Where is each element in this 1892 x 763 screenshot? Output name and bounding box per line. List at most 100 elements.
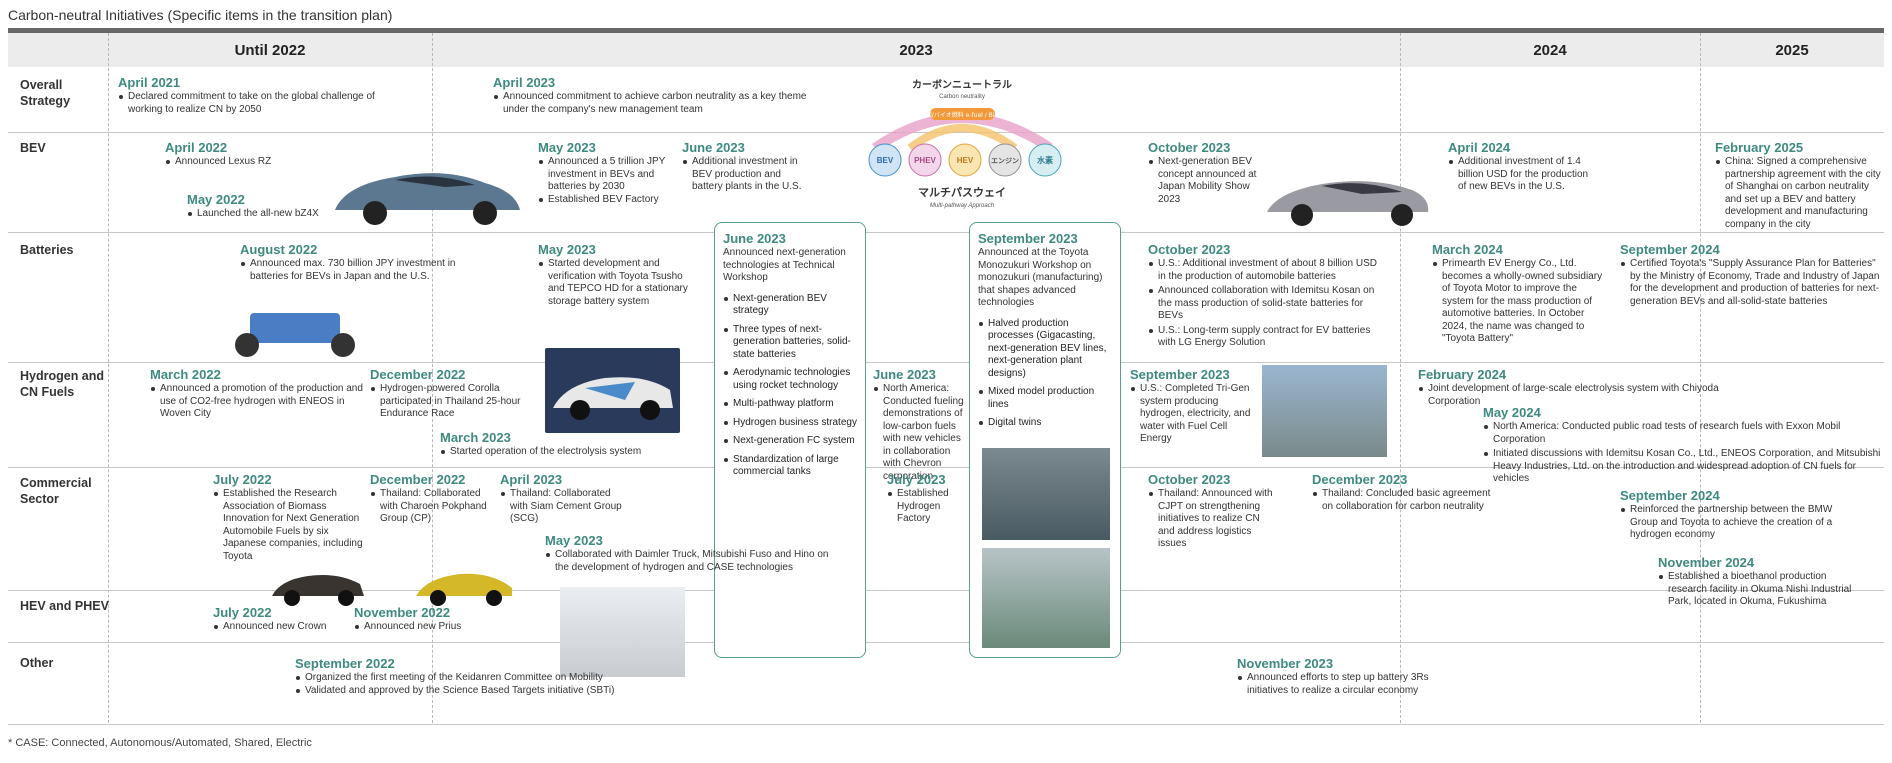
column-divider	[432, 33, 433, 723]
row-divider	[8, 232, 1884, 233]
event-june-2023-bev: June 2023 Additional investment in BEV p…	[682, 140, 802, 194]
event-date: November 2022	[354, 605, 451, 620]
event-item: U.S.: Completed Tri-Gen system producing…	[1130, 383, 1260, 446]
logo-en-title: Carbon neutrality	[939, 94, 985, 100]
title-rule	[8, 28, 1884, 33]
box-item: Next-generation FC system	[723, 435, 857, 448]
technical-workshop-box: June 2023 Announced next-generation tech…	[714, 222, 866, 658]
box-item: Hydrogen business strategy	[723, 417, 857, 430]
event-item: North America: Conducted fueling demonst…	[873, 383, 968, 483]
box-item: Halved production processes (Gigacasting…	[978, 318, 1112, 381]
box-date: September 2023	[978, 231, 1078, 246]
logo-engine-bubble: エンジン	[991, 157, 1019, 165]
event-october-2023-bev: October 2023 Next-generation BEV concept…	[1148, 140, 1268, 206]
event-item: Additional investment in BEV production …	[682, 156, 802, 194]
event-item: Initiated discussions with Idemitsu Kosa…	[1483, 448, 1883, 486]
footnote: * CASE: Connected, Autonomous/Automated,…	[8, 737, 312, 749]
logo-bev-bubble: BEV	[877, 156, 894, 165]
event-item: Thailand: Announced with CJPT on strengt…	[1148, 488, 1273, 551]
signing-ceremony-photo	[560, 587, 685, 677]
event-july-2022-commercial: July 2022 Established the Research Assoc…	[213, 472, 363, 563]
event-date: July 2022	[213, 605, 272, 620]
row-divider	[8, 362, 1884, 363]
event-date: April 2024	[1448, 140, 1511, 155]
battery-chassis-photo	[225, 295, 365, 363]
event-september-2023-hydrogen: September 2023 U.S.: Completed Tri-Gen s…	[1130, 367, 1260, 446]
event-may-2022: May 2022 Launched the all-new bZ4X	[187, 192, 357, 221]
column-header-until-2022: Until 2022	[108, 33, 432, 67]
event-november-2022: November 2022 Announced new Prius	[354, 605, 494, 634]
event-date: November 2024	[1658, 555, 1755, 570]
workshop-photo	[982, 548, 1110, 648]
event-date: February 2024	[1418, 367, 1507, 382]
hydrogen-corolla-photo	[545, 348, 680, 433]
column-divider	[1400, 33, 1401, 723]
box-item: Standardization of large commercial tank…	[723, 454, 857, 479]
event-date: April 2022	[165, 140, 228, 155]
event-item: Declared commitment to take on the globa…	[118, 91, 408, 116]
event-march-2024: March 2024 Primearth EV Energy Co., Ltd.…	[1432, 242, 1607, 346]
event-item: Primearth EV Energy Co., Ltd. becomes a …	[1432, 258, 1607, 346]
event-item: Established BEV Factory	[538, 194, 668, 207]
event-item: Announced efforts to step up battery 3Rs…	[1237, 672, 1467, 697]
event-item: Launched the all-new bZ4X	[187, 208, 357, 221]
event-item: Announced new Crown	[213, 621, 353, 634]
event-item: U.S.: Additional investment of about 8 b…	[1148, 258, 1378, 283]
event-item: China: Signed a comprehensive partnershi…	[1715, 156, 1885, 231]
column-header-2023: 2023	[432, 33, 1400, 67]
logo-hydrogen-bubble: 水素	[1036, 155, 1053, 165]
row-label-other: Other	[20, 656, 54, 670]
event-date: May 2022	[187, 192, 245, 207]
logo-phev-bubble: PHEV	[914, 156, 936, 165]
trigen-facility-photo	[1262, 365, 1387, 457]
row-label-batteries: Batteries	[20, 243, 74, 257]
event-april-2023-strategy: April 2023 Announced commitment to achie…	[493, 75, 833, 116]
logo-jp-caption: マルチパスウェイ	[918, 186, 1006, 199]
prius-photo	[412, 560, 517, 608]
event-item: Additional investment of 1.4 billion USD…	[1448, 156, 1598, 194]
factory-photo	[982, 448, 1110, 540]
event-date: May 2024	[1483, 405, 1541, 420]
event-item: Validated and approved by the Science Ba…	[295, 685, 645, 698]
event-april-2023-commercial: April 2023 Thailand: Collaborated with S…	[500, 472, 630, 526]
event-date: September 2023	[1130, 367, 1230, 382]
event-date: November 2023	[1237, 656, 1334, 671]
event-date: April 2023	[500, 472, 563, 487]
event-may-2024: May 2024 North America: Conducted public…	[1483, 405, 1883, 486]
event-item: Joint development of large-scale electro…	[1418, 383, 1768, 408]
event-february-2024: February 2024 Joint development of large…	[1418, 367, 1768, 408]
event-item: Established the Research Association of …	[213, 488, 363, 563]
event-item: Announced Lexus RZ	[165, 156, 335, 169]
event-item: Collaborated with Daimler Truck, Mitsubi…	[545, 549, 845, 574]
event-item: Started development and verification wit…	[538, 258, 688, 308]
event-item: Established a bioethanol production rese…	[1658, 571, 1858, 609]
event-october-2023-battery: October 2023 U.S.: Additional investment…	[1148, 242, 1378, 350]
box-item: Next-generation BEV strategy	[723, 293, 857, 318]
event-item: Announced new Prius	[354, 621, 494, 634]
event-date: June 2023	[682, 140, 745, 155]
event-item: Hydrogen-powered Corolla participated in…	[370, 383, 530, 421]
event-item: Reinforced the partnership between the B…	[1620, 504, 1840, 542]
row-label-hev-phev: HEV and PHEV	[20, 599, 109, 613]
event-march-2022: March 2022 Announced a promotion of the …	[150, 367, 365, 421]
row-divider	[8, 467, 1884, 468]
row-label-commercial: Commercial Sector	[20, 476, 92, 506]
event-date: May 2023	[538, 140, 596, 155]
box-date: June 2023	[723, 231, 786, 246]
row-divider	[8, 642, 1884, 643]
concept-car-photo	[1262, 160, 1432, 232]
event-date: May 2023	[538, 242, 596, 257]
event-date: October 2023	[1148, 472, 1231, 487]
event-item: Announced collaboration with Idemitsu Ko…	[1148, 285, 1378, 323]
event-item: Next-generation BEV concept announced at…	[1148, 156, 1268, 206]
event-date: September 2022	[295, 656, 395, 671]
event-date: December 2022	[370, 472, 466, 487]
lexus-rz-photo	[325, 155, 525, 230]
event-date: July 2023	[887, 472, 946, 487]
event-item: Certified Toyota's "Supply Assurance Pla…	[1620, 258, 1882, 308]
event-april-2022: April 2022 Announced Lexus RZ	[165, 140, 335, 169]
row-divider	[8, 724, 1884, 725]
logo-fuel-label: e-fuel/バイオ燃料 e-fuel / Biofuel	[915, 111, 1010, 119]
event-item: Thailand: Concluded basic agreement on c…	[1312, 488, 1502, 513]
logo-en-caption: Multi-pathway Approach	[930, 203, 995, 209]
